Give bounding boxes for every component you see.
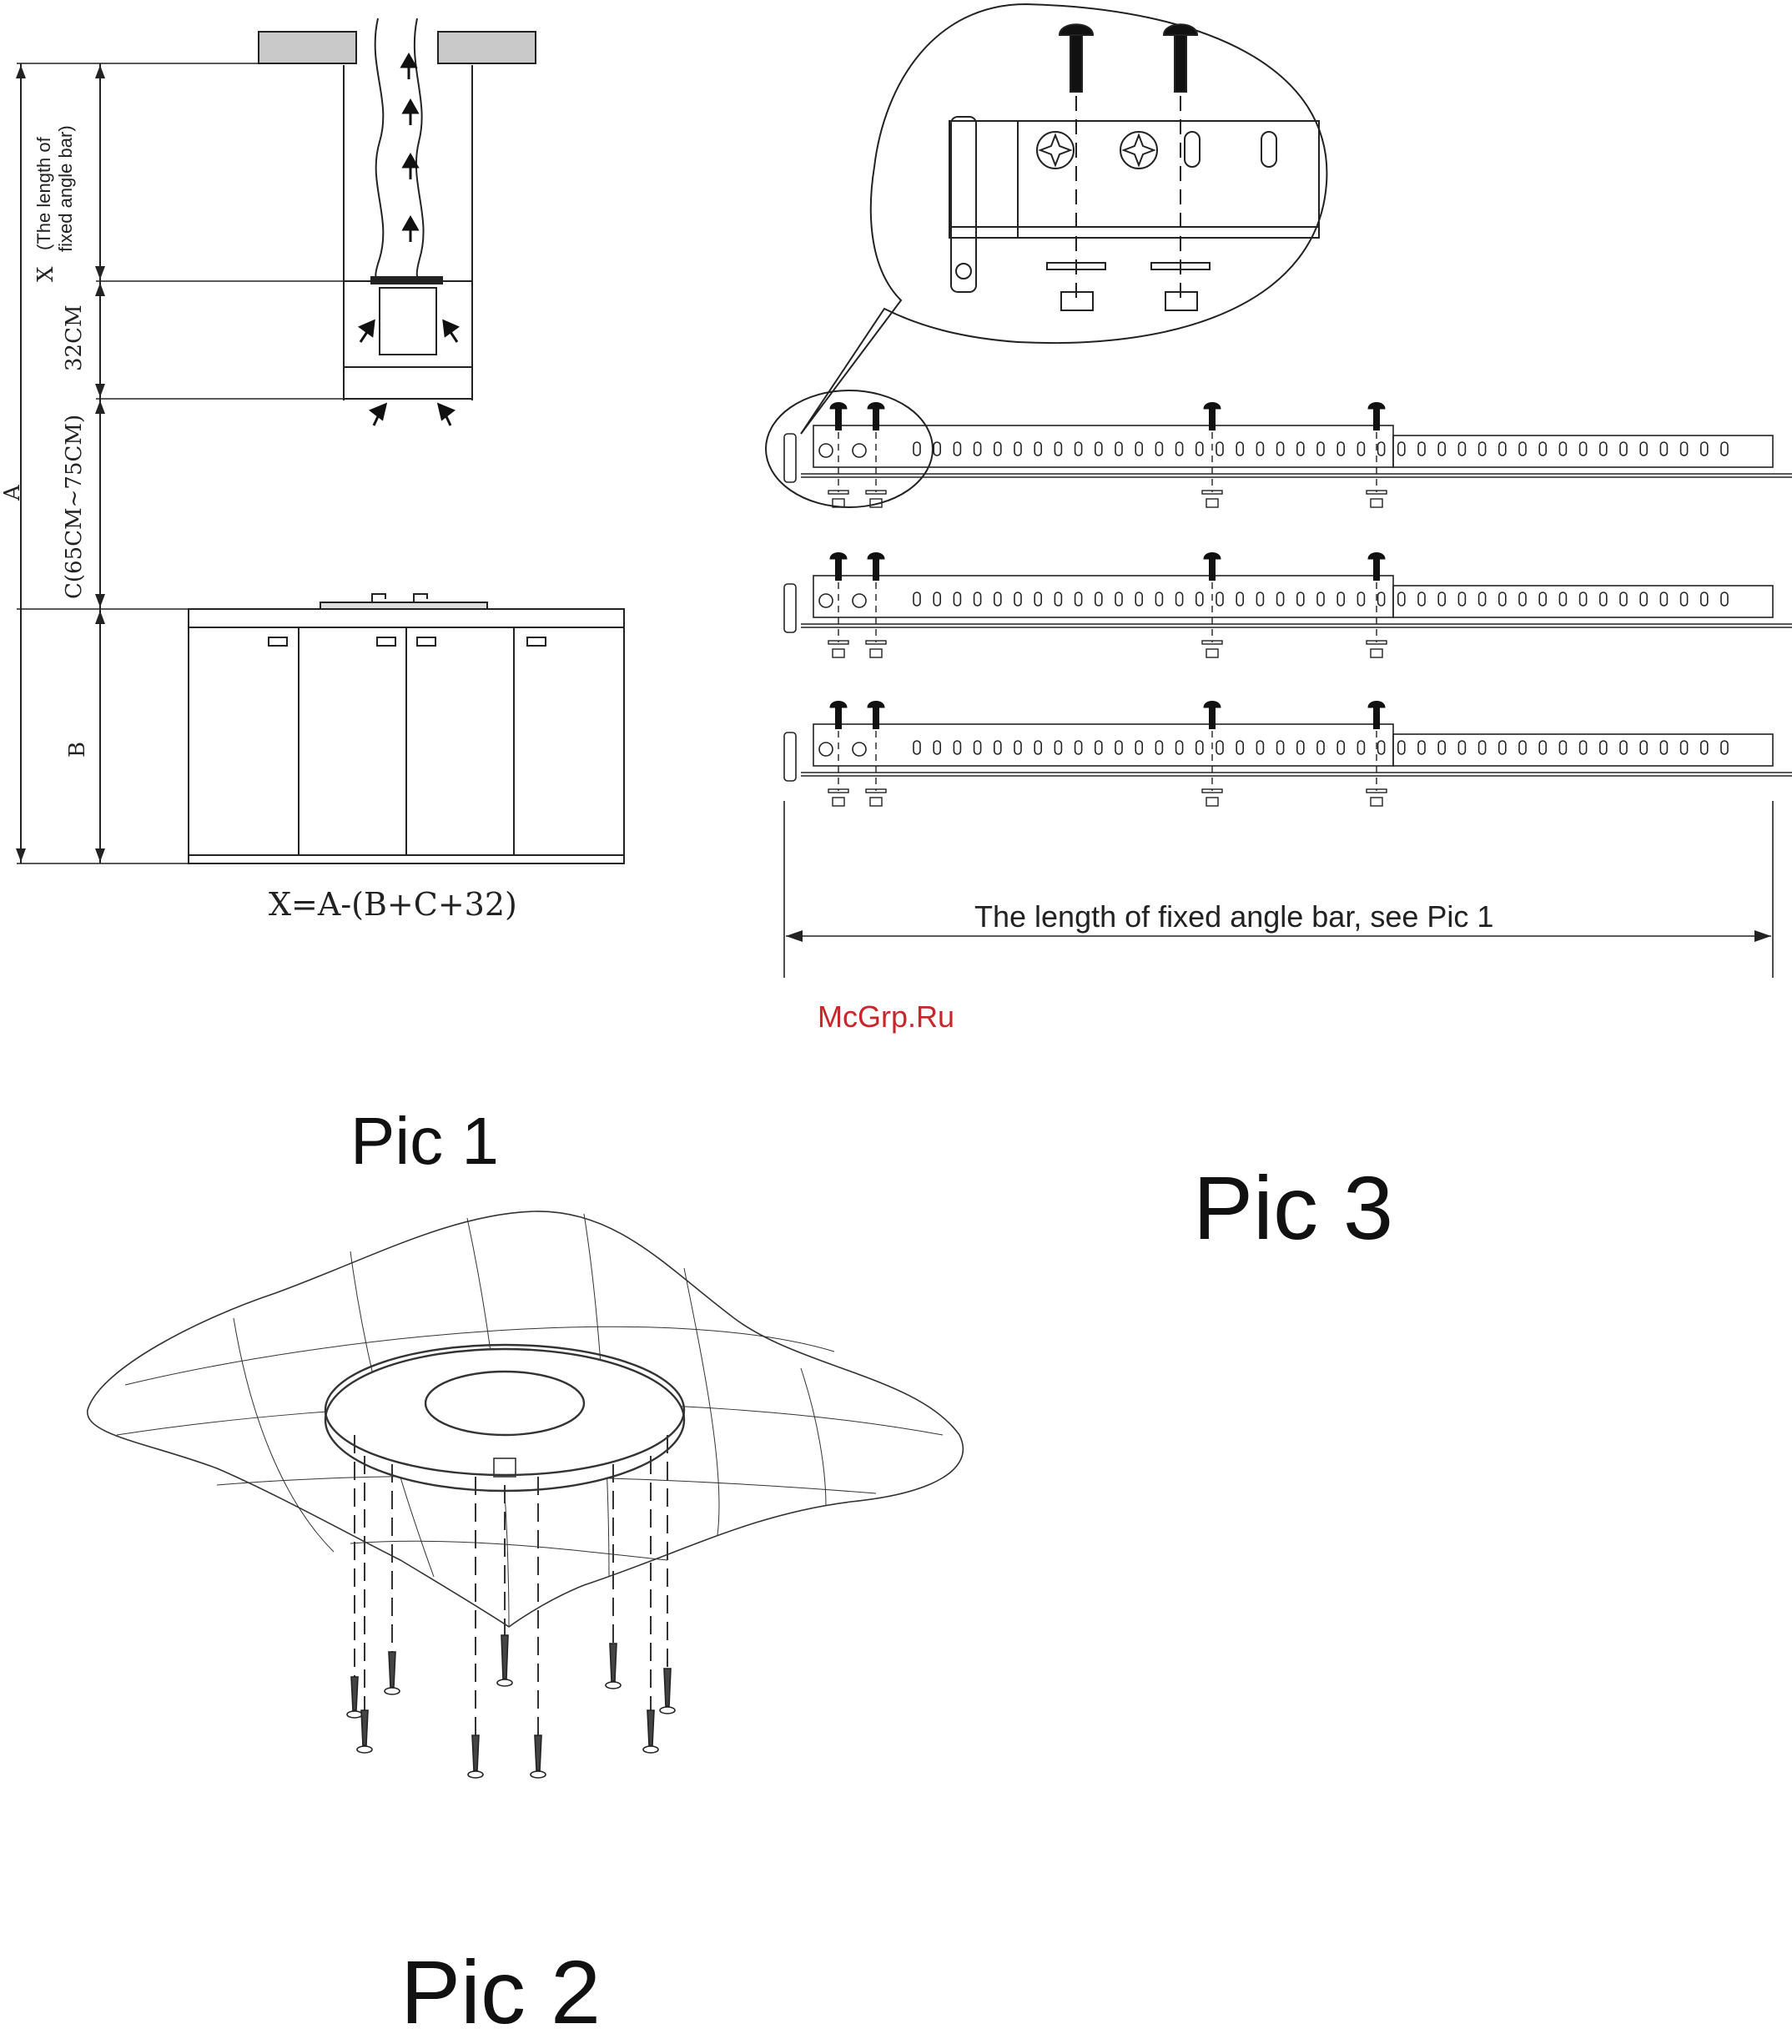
pic2-label: Pic 2 bbox=[400, 1940, 601, 2044]
mounting-ring bbox=[325, 1349, 684, 1491]
